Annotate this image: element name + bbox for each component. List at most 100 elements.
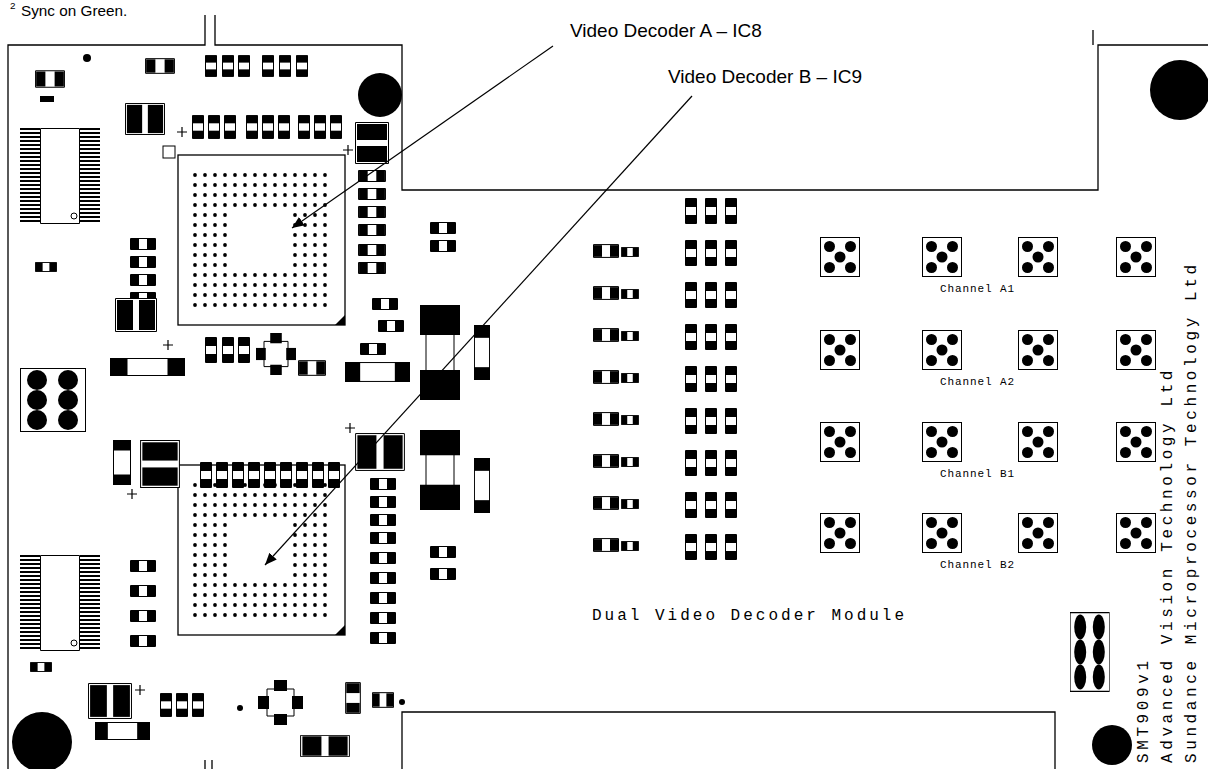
smd-component	[83, 54, 91, 62]
smd-component	[116, 299, 157, 332]
smd-component	[345, 362, 410, 382]
mounting-hole	[1150, 60, 1208, 120]
video-connector	[821, 423, 860, 462]
connector-label: Channel B2	[940, 559, 1015, 572]
smd-component	[177, 693, 188, 716]
callout-label-holder: Video Decoder B – IC9	[668, 66, 862, 88]
polarity-mark	[135, 685, 145, 695]
smd-component	[301, 735, 350, 756]
smd-component	[237, 705, 243, 711]
smd-component	[331, 115, 342, 138]
leader-line	[292, 46, 553, 228]
smd-component	[372, 693, 393, 708]
company-marking-holder: Advanced Vision Technology Ltd	[1159, 367, 1177, 763]
smd-component	[371, 515, 396, 526]
pin-header	[1070, 613, 1109, 692]
smd-component	[373, 299, 398, 310]
smd-component	[356, 123, 389, 164]
smd-component	[361, 344, 386, 355]
smd-component	[315, 115, 326, 138]
smd-component	[297, 55, 308, 76]
smd-component	[474, 458, 490, 513]
passive-array	[594, 535, 737, 560]
polarity-mark	[127, 127, 355, 695]
board-outline	[1092, 30, 1093, 45]
smd-component	[146, 59, 175, 74]
polarity-mark	[163, 340, 173, 350]
connector-label: Channel A2	[940, 376, 1015, 389]
bga-chip	[335, 625, 345, 635]
smd-component	[131, 611, 156, 622]
pin-header	[21, 369, 1110, 692]
smd-component	[201, 463, 212, 488]
mounting-hole	[12, 60, 1208, 769]
video-connector	[923, 238, 962, 277]
board-title: Dual Video Decoder Module	[592, 607, 907, 625]
smd-component	[379, 321, 404, 332]
smd-component	[263, 55, 274, 76]
bga-chip	[178, 155, 345, 325]
smd-component	[193, 115, 204, 138]
connector-label-holder: Channel B2	[940, 559, 1015, 572]
smd-component	[89, 684, 132, 719]
video-connector	[1117, 331, 1156, 370]
bga-chip	[233, 208, 290, 270]
leader-line	[265, 96, 692, 565]
smd-component	[371, 497, 396, 508]
video-connector	[923, 331, 962, 370]
passive-array	[594, 367, 737, 392]
smd-component	[193, 693, 204, 716]
leader-line	[265, 46, 692, 565]
bga-chip	[233, 518, 290, 580]
company-marking: Advanced Vision Technology Ltd	[1159, 367, 1177, 763]
board-outline	[215, 15, 1208, 190]
board-marking: SMT909v1	[1135, 657, 1153, 763]
passive-array	[686, 199, 697, 224]
footnote-text-holder: Sync on Green.	[21, 2, 127, 20]
callout-label-holder: Video Decoder A – IC8	[570, 20, 762, 42]
video-connector	[923, 514, 962, 553]
smd-component	[206, 338, 217, 363]
smd-component	[371, 533, 396, 544]
smd-component	[35, 262, 56, 271]
tssop-chip	[71, 640, 77, 646]
company-marking-holder: Sundance Microprocessor Technology Ltd	[1183, 261, 1201, 763]
smd-component	[131, 275, 156, 286]
board-outline	[8, 15, 205, 769]
smd-component	[371, 479, 396, 490]
video-connector	[1019, 514, 1058, 553]
smd-component	[247, 115, 258, 138]
smd-component	[431, 223, 456, 234]
polarity-mark	[127, 489, 137, 499]
connector-label: Channel B1	[940, 468, 1015, 481]
smd-component	[131, 239, 156, 250]
smd-component	[131, 586, 156, 597]
smd-component	[431, 569, 456, 580]
footnote-number: 2	[10, 0, 16, 11]
smd-component	[239, 338, 250, 363]
smd-component	[256, 333, 296, 375]
smd-component	[206, 55, 217, 76]
smd-component	[299, 361, 326, 376]
smd-component	[359, 189, 386, 200]
tssop-chip	[20, 128, 100, 651]
board-outline	[8, 15, 1208, 769]
passive-array	[726, 199, 737, 224]
smd-component	[313, 463, 324, 488]
smd-component	[359, 245, 386, 256]
connector-label: Channel A1	[940, 283, 1015, 296]
tssop-chip	[71, 213, 77, 219]
smd-component	[371, 613, 396, 624]
passive-array	[594, 283, 737, 308]
callout-label: Video Decoder B – IC9	[668, 66, 862, 88]
smd-component	[95, 722, 150, 740]
board-outline	[205, 760, 212, 769]
passive-array	[706, 199, 717, 224]
smd-component	[209, 115, 220, 138]
smd-component	[371, 633, 396, 644]
mounting-hole	[1092, 725, 1132, 765]
connector-label-holder: Channel A1	[940, 283, 1015, 296]
company-marking: Sundance Microprocessor Technology Ltd	[1183, 261, 1201, 763]
smd-component	[217, 463, 228, 488]
